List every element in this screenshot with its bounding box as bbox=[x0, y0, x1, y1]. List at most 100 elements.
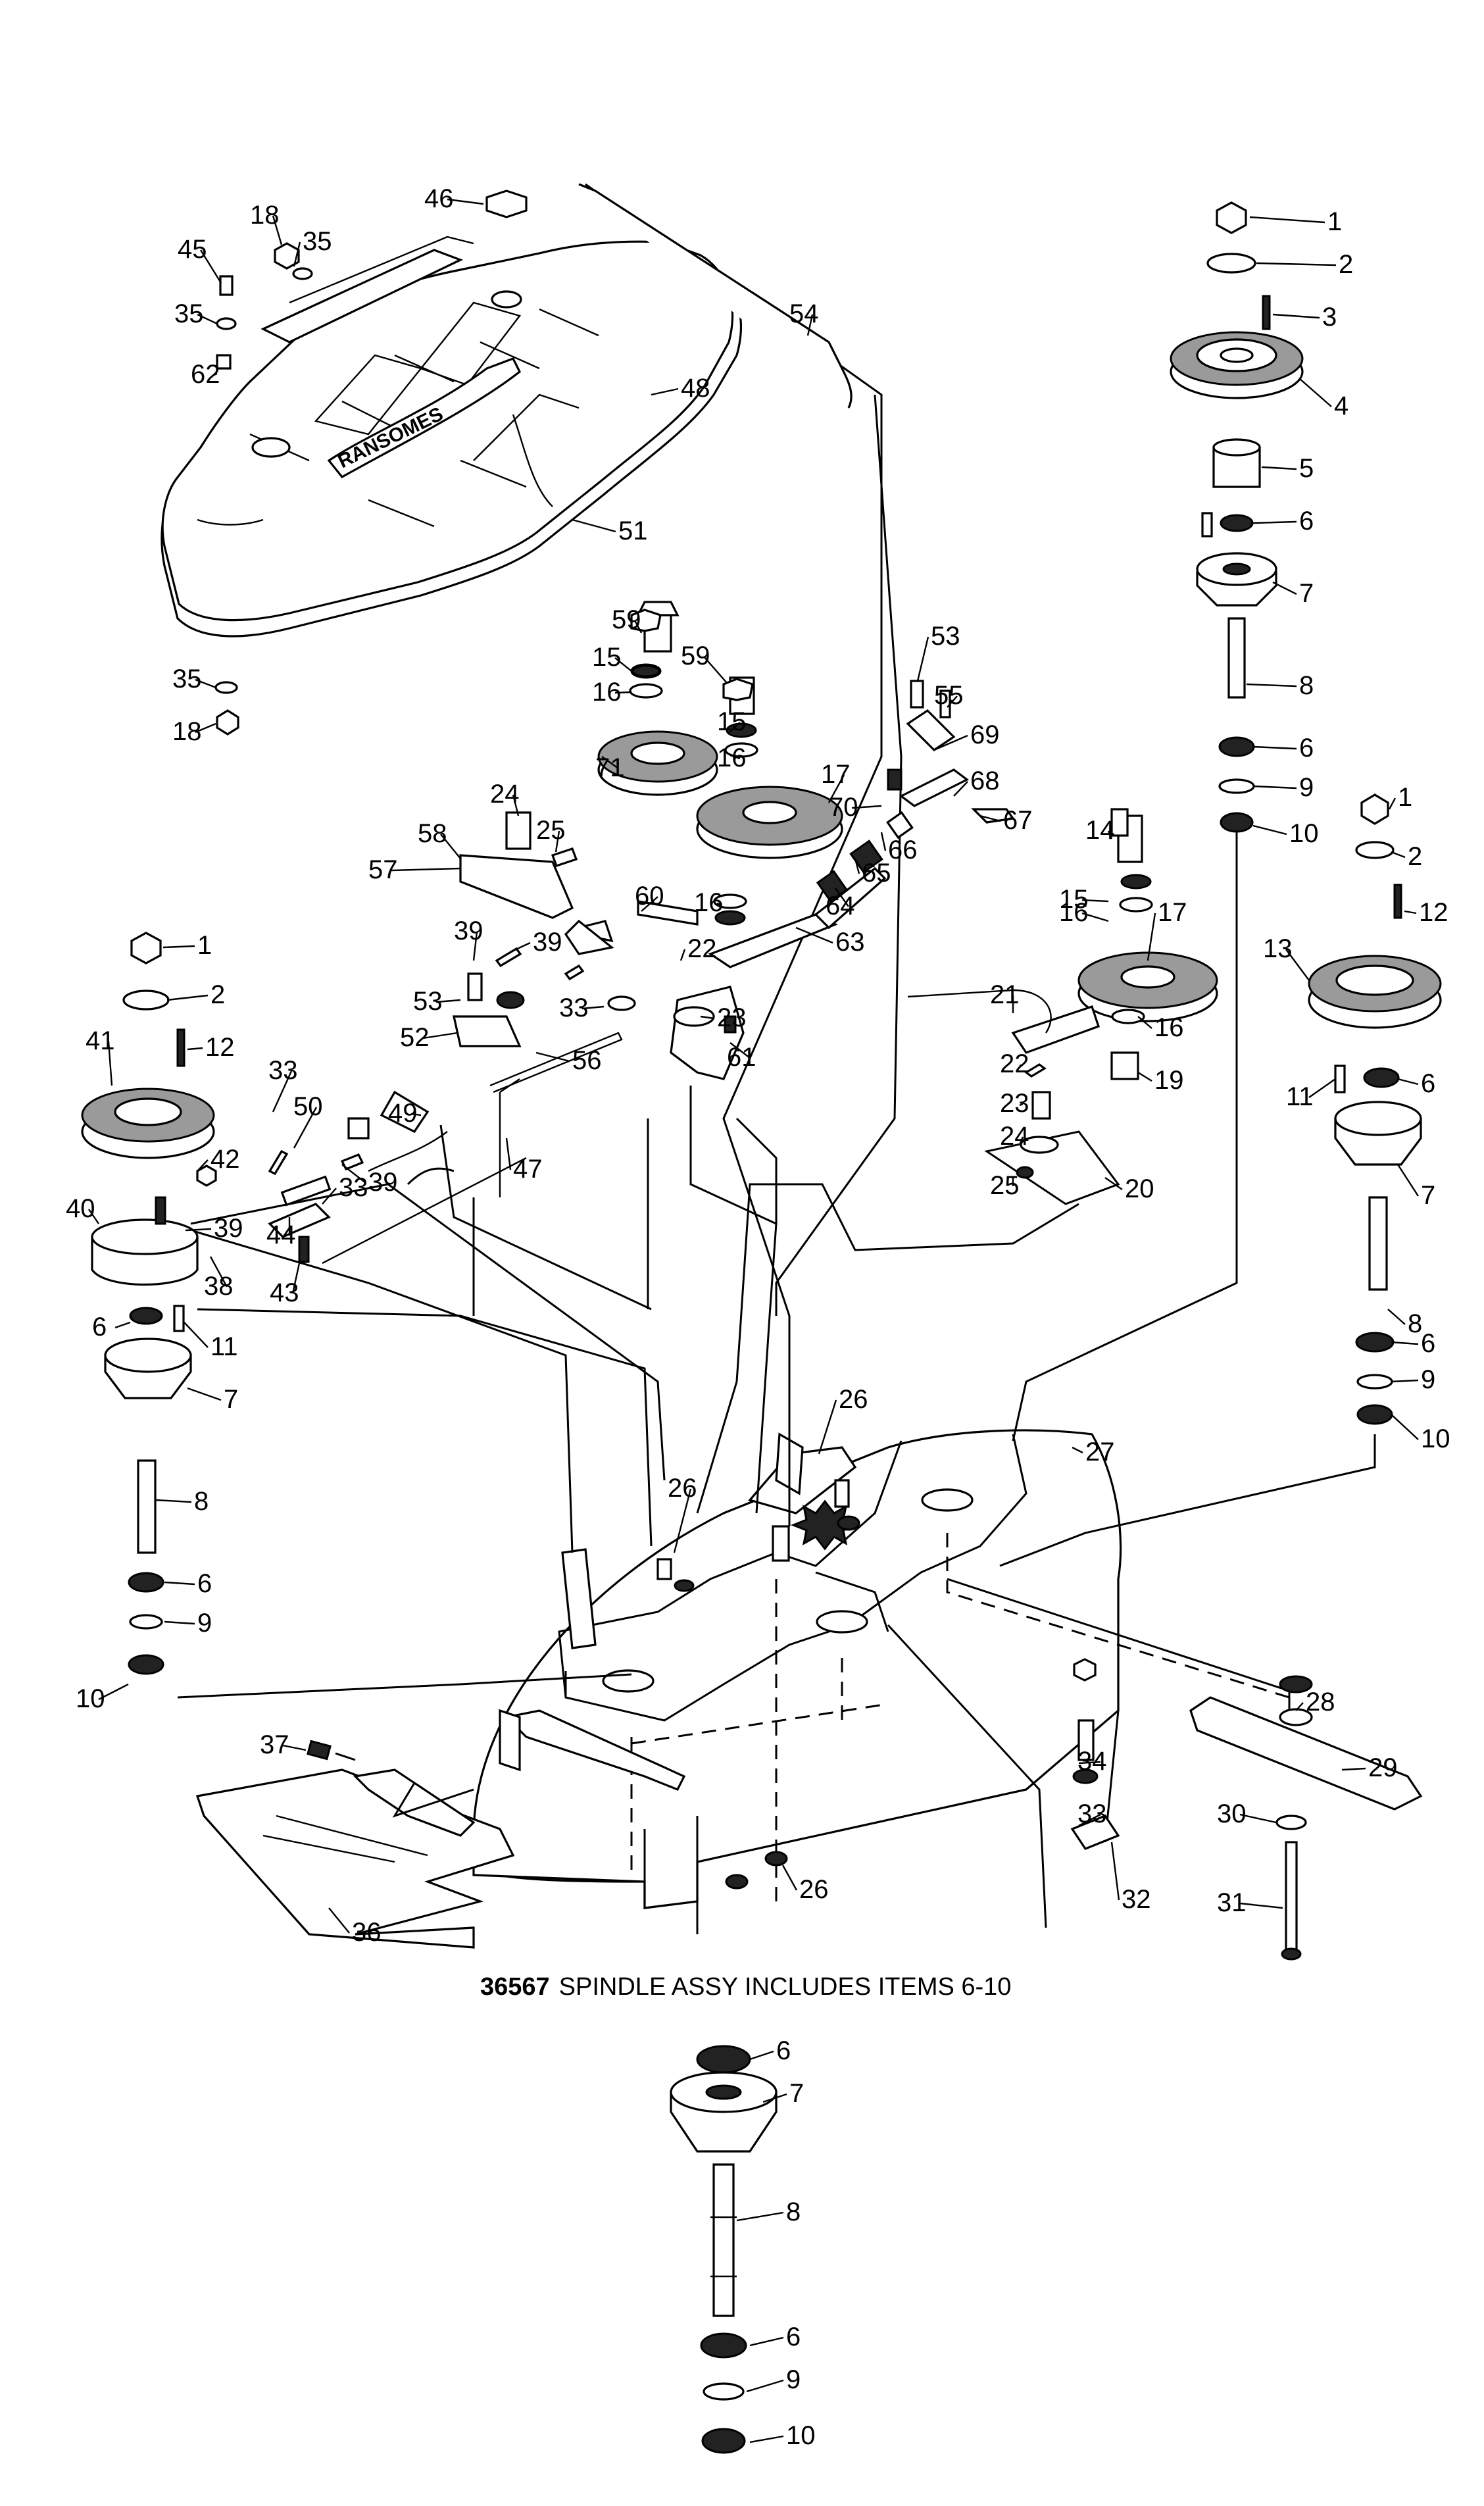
callout-label: 16 bbox=[1059, 898, 1089, 927]
far-right-spindle-stack bbox=[1308, 793, 1442, 1425]
callout-label: 16 bbox=[694, 888, 724, 917]
callout-leader-line bbox=[555, 830, 560, 853]
callout-label: 7 bbox=[789, 2079, 804, 2108]
callout-label: 15 bbox=[592, 643, 622, 672]
callout-label: 26 bbox=[839, 1385, 868, 1414]
spindle-assy-caption-text: SPINDLE ASSY INCLUDES ITEMS 6-10 bbox=[559, 1973, 1012, 2001]
callout-label: 25 bbox=[536, 816, 566, 845]
right-spindle-stack bbox=[1170, 201, 1304, 833]
callout-leader-line bbox=[1078, 1761, 1101, 1765]
callout-label: 57 bbox=[368, 855, 398, 884]
callout-label: 7 bbox=[224, 1385, 238, 1414]
callout-label: 15 bbox=[1059, 885, 1089, 914]
callout-leader-line bbox=[947, 695, 958, 708]
callout-label: 6 bbox=[197, 1569, 212, 1598]
callout-leader-line bbox=[572, 518, 616, 533]
callout-label: 6 bbox=[1299, 734, 1314, 763]
callout-leader-line bbox=[1397, 1078, 1419, 1086]
callout-leader-line bbox=[746, 2379, 784, 2393]
callout-label: 29 bbox=[1368, 1753, 1398, 1782]
callout-leader-line bbox=[291, 1263, 301, 1294]
callout-leader-line bbox=[651, 388, 679, 396]
callout-leader-line bbox=[1104, 1177, 1123, 1190]
callout-leader-line bbox=[641, 896, 658, 912]
callout-leader-line bbox=[1391, 1379, 1419, 1383]
callout-label: 62 bbox=[191, 360, 220, 389]
callout-label: 1 bbox=[1398, 783, 1412, 812]
callout-leader-line bbox=[1246, 683, 1297, 688]
callout-leader-line bbox=[164, 1620, 195, 1625]
callout-leader-line bbox=[730, 722, 741, 732]
callout-label: 7 bbox=[1421, 1181, 1435, 1210]
callout-leader-line bbox=[535, 1051, 570, 1063]
callout-label: 19 bbox=[1154, 1066, 1184, 1095]
callout-label: 10 bbox=[1421, 1424, 1450, 1453]
callout-label: 69 bbox=[970, 720, 1000, 749]
callout-label: 43 bbox=[270, 1278, 299, 1307]
callout-label: 24 bbox=[1000, 1122, 1029, 1151]
callout-label: 67 bbox=[1003, 806, 1033, 835]
callout-label: 8 bbox=[1299, 671, 1314, 700]
callout-leader-line bbox=[700, 1015, 715, 1020]
callout-label: 2 bbox=[1408, 842, 1422, 871]
callout-label: 23 bbox=[717, 1003, 747, 1032]
callout-label: 9 bbox=[786, 2365, 801, 2394]
callout-leader-line bbox=[1341, 1767, 1366, 1771]
callout-leader-line bbox=[818, 1399, 837, 1455]
callout-leader-line bbox=[1081, 899, 1109, 903]
callout-leader-line bbox=[1261, 466, 1297, 470]
callout-leader-line bbox=[512, 794, 520, 816]
callout-leader-line bbox=[749, 2336, 784, 2347]
callout-leader-line bbox=[762, 2093, 787, 2103]
callout-label: 54 bbox=[789, 299, 819, 328]
callout-label: 66 bbox=[888, 836, 918, 865]
callout-leader-line bbox=[851, 805, 882, 809]
callout-leader-line bbox=[854, 858, 860, 874]
callout-leader-line bbox=[107, 1041, 113, 1086]
callout-leader-line bbox=[1239, 1813, 1277, 1824]
callout-leader-line bbox=[1252, 785, 1297, 789]
callout-label: 22 bbox=[687, 934, 717, 963]
callout-leader-line bbox=[828, 774, 845, 803]
callout-label: 18 bbox=[250, 201, 280, 230]
callout-leader-line bbox=[209, 1256, 228, 1288]
callout-label: 6 bbox=[1299, 507, 1314, 536]
callout-leader-line bbox=[164, 1581, 195, 1586]
callout-leader-line bbox=[1252, 824, 1287, 836]
callout-leader-line bbox=[282, 1744, 307, 1751]
callout-label: 16 bbox=[592, 678, 622, 707]
callout-leader-line bbox=[1391, 851, 1406, 859]
callout-label: 20 bbox=[1125, 1174, 1154, 1203]
callout-leader-line bbox=[162, 945, 195, 949]
callout-leader-line bbox=[673, 1488, 692, 1553]
callout-leader-line bbox=[184, 1322, 209, 1348]
callout-leader-line bbox=[1295, 1702, 1304, 1711]
callout-label: 33 bbox=[268, 1056, 298, 1085]
callout-leader-line bbox=[703, 656, 728, 684]
callout-leader-line bbox=[1272, 581, 1297, 595]
callout-leader-line bbox=[716, 902, 721, 906]
callout-leader-line bbox=[155, 1499, 192, 1503]
callout-leader-line bbox=[1137, 1016, 1152, 1029]
callout-leader-line bbox=[633, 620, 643, 634]
callout-label: 23 bbox=[1000, 1089, 1029, 1118]
callout-leader-line bbox=[1285, 949, 1310, 981]
callout-label: 21 bbox=[990, 980, 1020, 1009]
callout-label: 70 bbox=[829, 793, 858, 822]
callout-leader-line bbox=[1391, 1341, 1419, 1345]
callout-label: 6 bbox=[92, 1313, 107, 1341]
callout-label: 39 bbox=[368, 1168, 398, 1197]
callout-leader-line bbox=[1137, 1071, 1152, 1082]
spindle-assy-part-number: 36567 bbox=[480, 1973, 550, 2001]
callout-leader-line bbox=[472, 931, 478, 961]
callout-leader-line bbox=[933, 734, 968, 751]
callout-label: 28 bbox=[1306, 1688, 1335, 1717]
callout-label: 48 bbox=[681, 374, 710, 403]
callout-leader-line bbox=[749, 2435, 784, 2443]
callout-leader-line bbox=[88, 1209, 99, 1224]
callout-label: 53 bbox=[931, 622, 960, 651]
callout-label: 6 bbox=[776, 2036, 791, 2065]
callout-label: 10 bbox=[786, 2421, 816, 2450]
hardware-items bbox=[214, 183, 1423, 1961]
